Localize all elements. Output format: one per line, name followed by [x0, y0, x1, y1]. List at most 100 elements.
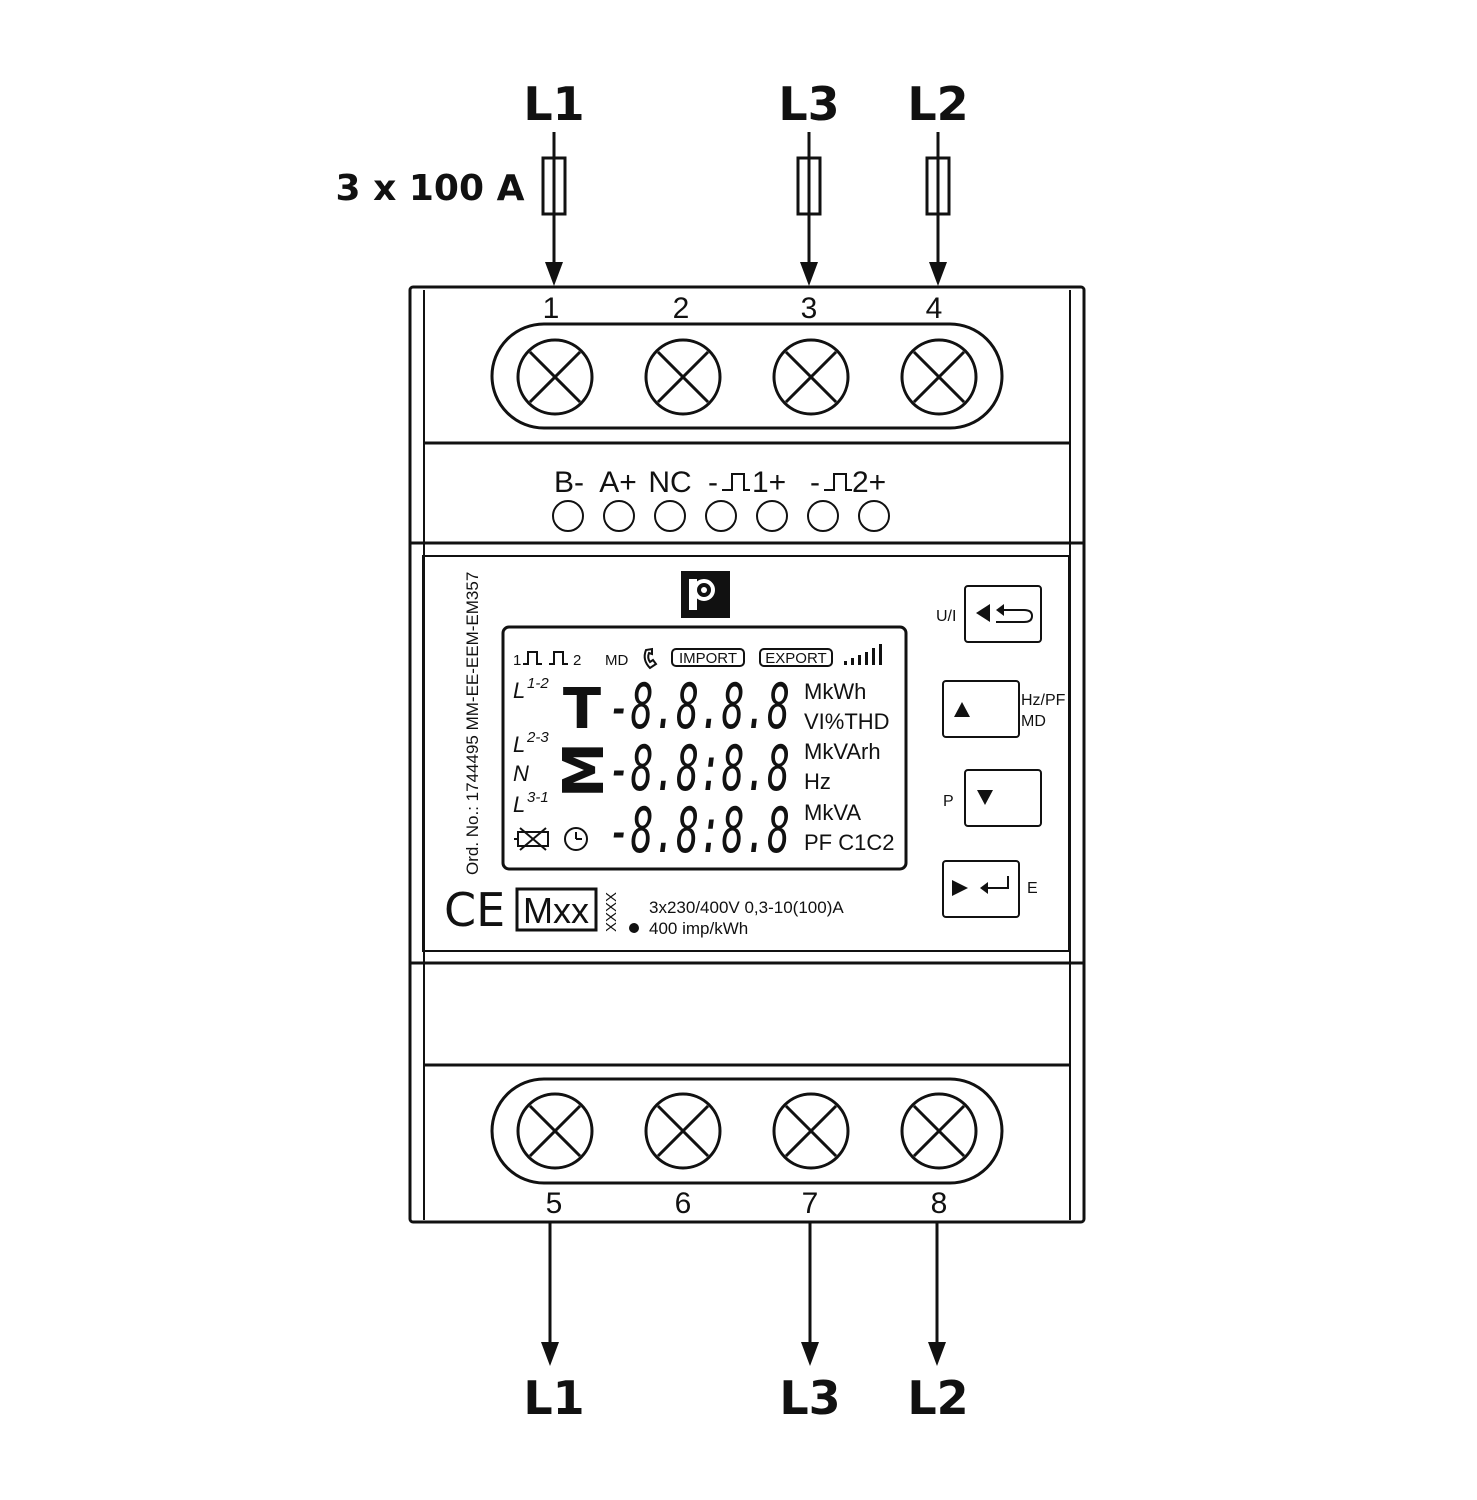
- lcd-battery-low-icon: [514, 827, 549, 851]
- lead-wire-top-4: [925, 132, 951, 286]
- lcd-phase-l12: L 1-2: [513, 675, 549, 703]
- signal-label-nc: NC: [648, 466, 691, 499]
- lcd-pulse-1-icon: [523, 651, 542, 665]
- lead-wire-bottom-5: [541, 1222, 559, 1366]
- lcd-pulse-1-number: 1: [513, 652, 521, 669]
- md-button-label: MD: [1021, 713, 1046, 730]
- lcd-unit-hz: Hz: [804, 769, 831, 794]
- lcd-l12-sup: 1-2: [527, 675, 549, 692]
- lcd-pulse-2-icon: [549, 651, 568, 665]
- lcd-digits-row-3: -8.8:8.8: [608, 794, 790, 867]
- lead-label-bottom-l1: L1: [523, 1371, 584, 1425]
- lcd-phone-icon: [643, 647, 658, 670]
- lead-wire-top-3: [796, 132, 822, 286]
- lcd-digits-row-1: -8.8.8.8: [608, 670, 790, 743]
- terminal-number-8: 8: [931, 1187, 948, 1220]
- screw-terminal-8-icon: [900, 1092, 978, 1170]
- lead-label-bottom-l3: L3: [779, 1371, 840, 1425]
- pulse-2-plus: 2+: [852, 466, 886, 499]
- terminal-number-4: 4: [926, 292, 943, 325]
- lcd-l23-letter: L: [513, 732, 525, 757]
- up-triangle-icon: [954, 702, 970, 717]
- lcd-phase-l23: L 2-3: [513, 729, 549, 757]
- lead-wire-bottom-8: [928, 1222, 946, 1366]
- lcd-pulse-2-number: 2: [573, 652, 581, 669]
- top-terminal-block: [490, 322, 1004, 430]
- lcd-export-label: EXPORT: [765, 650, 826, 667]
- enter-button[interactable]: [942, 860, 1020, 918]
- bullet-dot: [629, 923, 639, 933]
- lcd-n-label: N: [513, 761, 529, 786]
- ui-back-button[interactable]: [964, 585, 1042, 643]
- lcd-import-label: IMPORT: [679, 650, 737, 667]
- ui-button-label: U/I: [936, 608, 956, 625]
- lcd-tariff-t: T: [563, 677, 601, 742]
- enter-arrow-icon: [982, 876, 1009, 889]
- lead-label-top-l3: L3: [778, 77, 839, 131]
- left-triangle-icon: [976, 604, 990, 622]
- lcd-unit-mkva: MkVA: [804, 800, 861, 825]
- lead-label-top-l2: L2: [907, 77, 968, 131]
- lcd-md-label: MD: [605, 652, 628, 669]
- spec-line-1: 3x230/400V 0,3-10(100)A: [649, 898, 844, 917]
- lcd-l31-sup: 3-1: [527, 789, 549, 806]
- terminal-number-3: 3: [801, 292, 818, 325]
- lcd-import-box: [671, 648, 745, 667]
- p-button-label: P: [943, 793, 954, 810]
- terminal-number-7: 7: [802, 1187, 819, 1220]
- signal-terminal-holes: [552, 500, 890, 532]
- lead-label-bottom-l2: L2: [907, 1371, 968, 1425]
- pulse-1-plus: 1+: [752, 466, 786, 499]
- signal-label-b-minus: B-: [554, 466, 584, 499]
- pulse-1-icon: [722, 473, 750, 491]
- screw-terminal-3-icon: [772, 338, 850, 416]
- lcd-export-box: [759, 648, 833, 667]
- lcd-clock-icon: [564, 827, 588, 851]
- mxx-box: [515, 887, 598, 932]
- lcd-signal-strength-icon: [844, 644, 882, 665]
- right-triangle-icon: [952, 880, 968, 896]
- screw-terminal-1-icon: [516, 338, 594, 416]
- screw-terminal-4-icon: [900, 338, 978, 416]
- bottom-terminal-block: [490, 1077, 1004, 1185]
- front-panel: [422, 555, 1070, 952]
- down-button[interactable]: [964, 769, 1042, 827]
- screw-terminal-6-icon: [644, 1092, 722, 1170]
- ce-mark: CE: [444, 883, 505, 937]
- screw-terminal-5-icon: [516, 1092, 594, 1170]
- fuse-label: 3 x 100 A: [336, 168, 525, 209]
- lcd-unit-mkwh: MkWh: [804, 679, 866, 704]
- terminal-number-2: 2: [673, 292, 690, 325]
- signal-label-pulse-1: - 1+: [708, 466, 786, 499]
- signal-label-a-plus: A+: [599, 466, 637, 499]
- signal-label-pulse-2: - 2+: [810, 466, 886, 499]
- lcd-display: [501, 625, 908, 871]
- lcd-unit-mkvarh: MkVArh: [804, 739, 881, 764]
- return-arrow-icon: [996, 609, 1034, 623]
- order-number: Ord. No.: 1744495 MM-EE-EEM-EM357: [463, 572, 482, 875]
- mxx-mark: Mxx: [523, 890, 589, 931]
- up-button[interactable]: [942, 680, 1020, 738]
- lcd-unit-vithd: VI%THD: [804, 709, 890, 734]
- lcd-unit-pf: PF C1C2: [804, 830, 894, 855]
- pulse-1-minus: -: [708, 466, 718, 499]
- lead-wire-top-1: [541, 132, 567, 286]
- spec-line-2: 400 imp/kWh: [649, 919, 748, 938]
- terminal-number-6: 6: [675, 1187, 692, 1220]
- lcd-l23-sup: 2-3: [526, 729, 549, 746]
- screw-terminal-7-icon: [772, 1092, 850, 1170]
- lcd-digits-row-2: -8.8:8.8: [608, 732, 790, 805]
- e-button-label: E: [1027, 880, 1038, 897]
- xxxx-mark: XXXX: [603, 892, 620, 932]
- pulse-2-minus: -: [810, 466, 820, 499]
- screw-terminal-2-icon: [644, 338, 722, 416]
- lcd-l31-letter: L: [513, 792, 525, 817]
- lcd-phase-l31: L 3-1: [513, 789, 549, 817]
- brand-logo-icon: [681, 571, 730, 618]
- hzpf-button-label: Hz/PF: [1021, 692, 1066, 709]
- lcd-l12-letter: L: [513, 678, 525, 703]
- terminal-number-1: 1: [543, 292, 560, 325]
- lead-wire-bottom-7: [801, 1222, 819, 1366]
- lcd-tariff-m: M: [552, 742, 617, 798]
